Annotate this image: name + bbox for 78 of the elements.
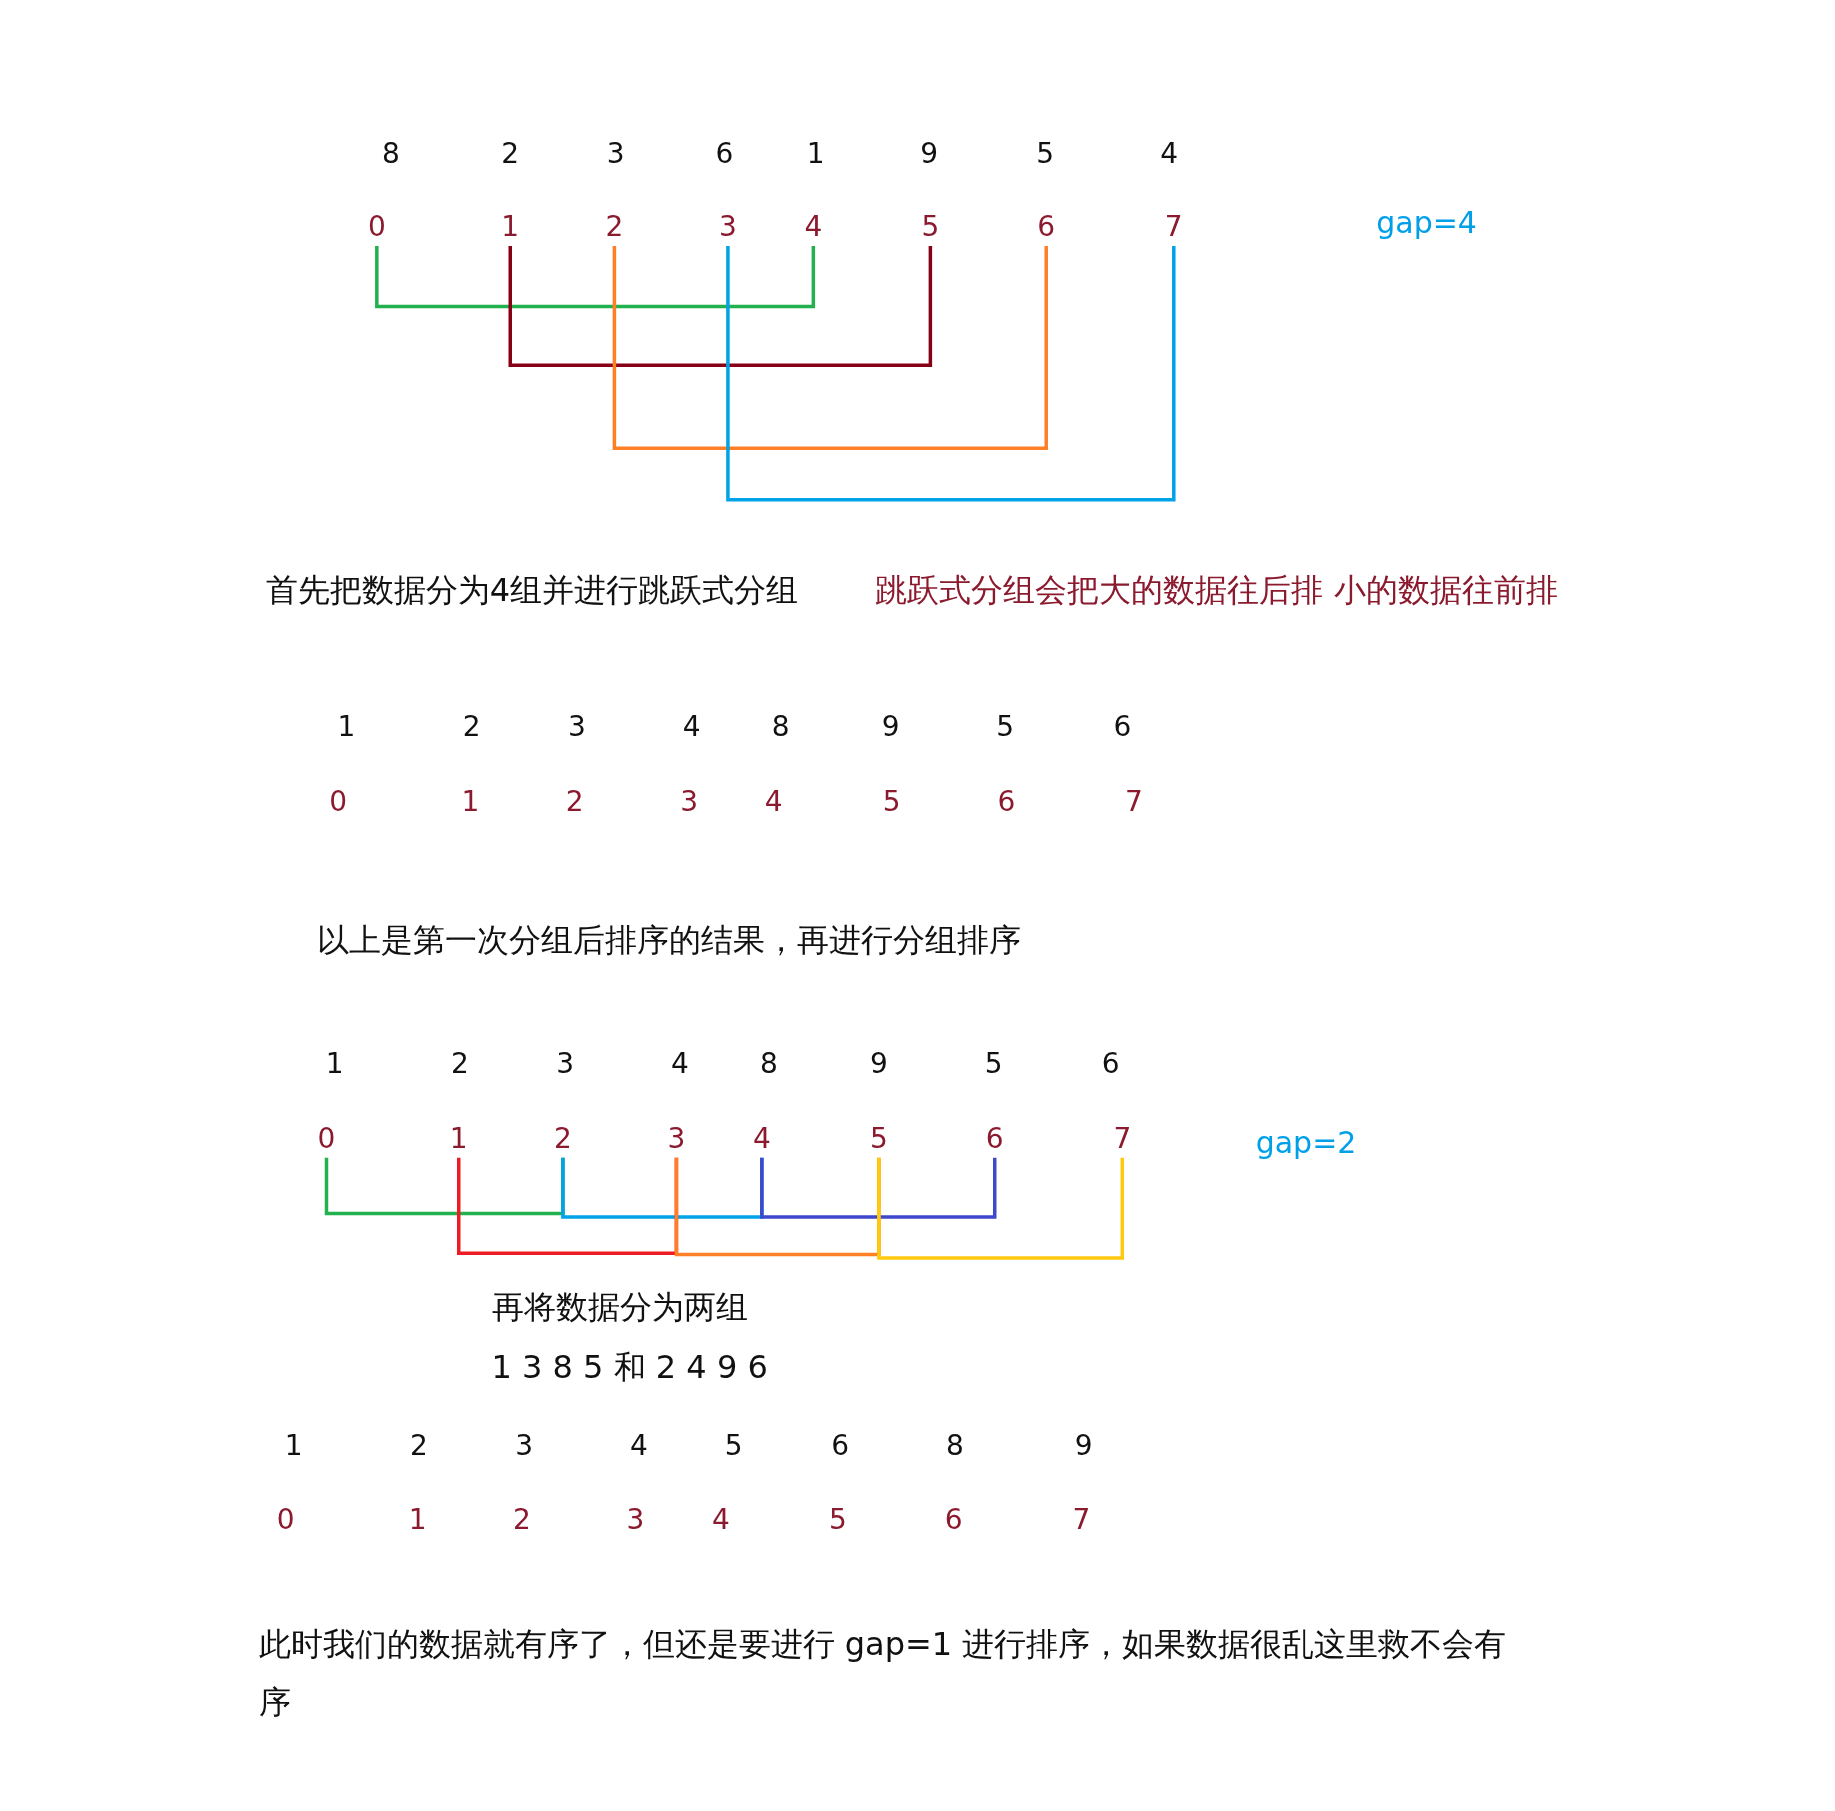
note-text: 首先把数据分为4组并进行跳跃式分组 (265, 569, 798, 611)
array-value: 1 (324, 1045, 345, 1082)
array-value: 8 (758, 1045, 779, 1082)
array-value: 7 (1124, 783, 1144, 820)
array-value: 7 (1071, 1502, 1092, 1539)
gap-label: gap=2 (1255, 1123, 1357, 1162)
array-value: 2 (409, 1428, 429, 1465)
array-value: 6 (714, 136, 735, 173)
array-value: 5 (881, 783, 902, 820)
array-value: 8 (945, 1428, 965, 1465)
array-value: 5 (995, 708, 1016, 745)
index-number: 6 (979, 1119, 1010, 1158)
index-number: 1 (495, 208, 526, 247)
bracket-connector (877, 1157, 1125, 1260)
array-value: 0 (328, 783, 349, 820)
array-value: 3 (555, 1045, 576, 1082)
array-value: 4 (681, 708, 702, 745)
index-number: 6 (1031, 208, 1062, 247)
array-value: 9 (1073, 1428, 1094, 1465)
array-value: 1 (460, 783, 481, 820)
bracket-connector (375, 246, 816, 309)
index-number: 0 (311, 1119, 342, 1158)
array-value: 4 (763, 783, 784, 820)
array-value: 5 (983, 1045, 1004, 1082)
gap-label: gap=4 (1376, 203, 1477, 242)
bracket-connector (508, 246, 933, 367)
array-value: 3 (625, 1502, 646, 1539)
array-value: 2 (500, 136, 521, 173)
array-value: 4 (710, 1502, 731, 1539)
array-value: 3 (567, 708, 587, 745)
array-value: 6 (943, 1502, 964, 1539)
array-value: 8 (770, 708, 791, 745)
note-text: 此时我们的数据就有序了，但还是要进行 gap=1 进行排序，如果数据很乱这里救不会有序 (258, 1624, 1508, 1723)
array-value: 6 (996, 783, 1017, 820)
bracket-connector (760, 1157, 997, 1219)
index-number: 3 (712, 208, 743, 247)
index-number: 4 (746, 1119, 777, 1158)
note-text: 再将数据分为两组 (491, 1287, 748, 1329)
array-value: 6 (1112, 708, 1133, 745)
array-value: 5 (723, 1428, 744, 1465)
index-number: 1 (443, 1119, 474, 1158)
array-value: 9 (868, 1045, 889, 1082)
array-value: 5 (828, 1502, 848, 1539)
note-text: 以上是第一次分组后排序的结果，再进行分组排序 (317, 919, 1022, 961)
note-text: 跳跃式分组会把大的数据往后排 小的数据往前排 (875, 569, 1558, 611)
array-value: 4 (670, 1045, 690, 1082)
index-number: 5 (915, 208, 946, 247)
array-value: 9 (880, 708, 901, 745)
index-number: 7 (1158, 208, 1189, 247)
array-value: 2 (564, 783, 585, 820)
index-number: 4 (798, 208, 829, 247)
array-value: 3 (514, 1428, 535, 1465)
index-number: 0 (361, 208, 392, 247)
index-number: 2 (599, 208, 630, 247)
array-value: 8 (380, 136, 401, 173)
array-value: 1 (283, 1428, 304, 1465)
index-number: 3 (661, 1119, 692, 1158)
note-text: 1 3 8 5 和 2 4 9 6 (491, 1346, 768, 1388)
index-number: 2 (547, 1119, 578, 1158)
array-value: 1 (407, 1502, 428, 1539)
index-number: 5 (863, 1119, 894, 1158)
index-number: 7 (1107, 1119, 1138, 1158)
array-value: 2 (512, 1502, 532, 1539)
bracket-connector (612, 246, 1048, 450)
array-value: 6 (1100, 1045, 1121, 1082)
array-value: 1 (336, 708, 357, 745)
array-value: 2 (450, 1045, 470, 1082)
array-value: 9 (919, 136, 940, 173)
array-value: 4 (629, 1428, 649, 1465)
bracket-connector (726, 246, 1176, 502)
array-value: 1 (805, 136, 826, 173)
array-value: 3 (605, 136, 626, 173)
array-value: 0 (275, 1502, 296, 1539)
array-value: 4 (1159, 136, 1179, 173)
array-value: 6 (830, 1428, 851, 1465)
array-value: 5 (1035, 136, 1055, 173)
array-value: 2 (461, 708, 482, 745)
array-value: 3 (679, 783, 700, 820)
